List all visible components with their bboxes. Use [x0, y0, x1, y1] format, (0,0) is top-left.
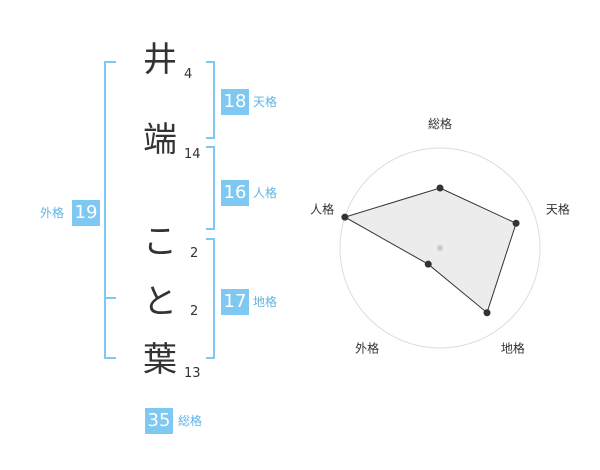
- radar-point-4: [424, 260, 432, 268]
- tenkaku-label: 天格: [253, 95, 278, 109]
- jinkaku-bracket: [206, 146, 215, 230]
- soukaku-label: 総格: [178, 414, 203, 428]
- radar-points: [341, 184, 520, 317]
- chikaku-label: 地格: [253, 295, 278, 309]
- stroke-count-5: 13: [184, 366, 201, 381]
- chikaku-bracket: [206, 238, 215, 359]
- radar-axis-label-4: 外格: [355, 340, 379, 355]
- stroke-count-3: 2: [190, 246, 199, 261]
- radar-area: [343, 187, 517, 314]
- stroke-count-2: 14: [184, 147, 201, 162]
- radar-axis-label-3: 地格: [501, 340, 525, 355]
- name-char-3: こ: [143, 222, 177, 262]
- jinkaku-value: 16: [221, 180, 249, 206]
- gaikaku-label: 外格: [40, 206, 65, 220]
- jinkaku-label: 人格: [253, 186, 278, 200]
- radar-point-2: [512, 219, 520, 227]
- tenkaku-value: 18: [221, 89, 249, 115]
- radar-center-dot: [437, 245, 443, 251]
- radar-axis-label-5: 人格: [310, 202, 334, 217]
- radar-point-5: [341, 213, 349, 221]
- name-char-1: 井: [143, 40, 177, 80]
- name-char-2: 端: [143, 120, 177, 160]
- chikaku-value: 17: [221, 289, 249, 315]
- tenkaku-bracket: [206, 61, 215, 139]
- name-char-4: と: [143, 282, 177, 322]
- gaikaku-divider: [104, 297, 116, 299]
- radar-axis-label-2: 天格: [546, 202, 570, 217]
- stroke-count-4: 2: [190, 304, 199, 319]
- gaikaku-bracket: [104, 61, 116, 359]
- soukaku-value: 35: [145, 408, 173, 434]
- radar-point-3: [483, 309, 491, 317]
- stroke-count-1: 4: [184, 67, 193, 82]
- gaikaku-value: 19: [72, 200, 100, 226]
- radar-axis-label-1: 総格: [428, 116, 452, 131]
- radar-point-1: [436, 184, 444, 192]
- name-char-5: 葉: [143, 340, 177, 380]
